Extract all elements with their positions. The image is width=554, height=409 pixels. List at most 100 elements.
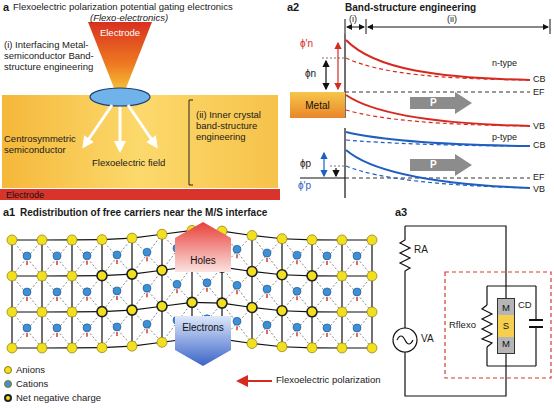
bond (312, 240, 342, 276)
label: RA (414, 244, 428, 256)
label: n-type (492, 58, 517, 68)
anion (307, 271, 317, 281)
label: (i) (348, 14, 358, 24)
anion (247, 230, 257, 240)
bond (252, 275, 282, 308)
anion (307, 343, 317, 353)
label: EF (533, 87, 545, 97)
label: a1 (3, 206, 15, 219)
p-bands (346, 132, 530, 188)
anion (37, 343, 47, 353)
dipole-arrow (296, 260, 297, 264)
label: P (430, 159, 437, 171)
anion (127, 305, 137, 315)
arrow-shape (175, 316, 231, 366)
bond (342, 240, 372, 276)
dipole-arrow (266, 258, 267, 262)
label: Flexoelectric polarization potential gat… (13, 2, 233, 13)
bond (282, 311, 312, 348)
cation (323, 288, 331, 296)
anion (127, 269, 137, 279)
anion (37, 235, 47, 245)
label: Rflexo (449, 320, 476, 331)
node-text: Electrode (6, 190, 44, 200)
bond (102, 310, 132, 348)
bond (282, 312, 312, 347)
cation (53, 288, 61, 296)
cation (173, 280, 181, 288)
anion (247, 338, 257, 348)
bond (341, 276, 342, 312)
bond (342, 312, 372, 348)
label: (ii) (446, 14, 458, 24)
bond (222, 271, 252, 303)
node-box: Holes (175, 222, 231, 272)
cation (83, 288, 91, 296)
anion (97, 271, 107, 281)
anion (367, 235, 377, 245)
cation (353, 324, 361, 332)
bond (102, 312, 132, 346)
bond (42, 276, 72, 312)
bond (42, 312, 72, 348)
bond (162, 270, 192, 302)
bond (312, 312, 342, 348)
anion (157, 229, 167, 239)
bond (42, 312, 72, 348)
anion (97, 307, 107, 317)
node-box: Metal (290, 92, 345, 118)
anion (157, 337, 167, 347)
legend-swatch (4, 394, 12, 402)
cation (353, 288, 361, 296)
cation (53, 252, 61, 260)
bond (341, 240, 342, 276)
cation (233, 245, 241, 253)
anion (277, 234, 287, 244)
bond (41, 240, 42, 276)
bond (252, 311, 282, 344)
bond (102, 274, 132, 312)
label: (Flexo-electronics) (90, 13, 168, 24)
bond (132, 238, 162, 270)
label: ϕp (300, 158, 311, 170)
cation (113, 251, 121, 259)
dipole-arrow (296, 296, 297, 300)
label: (i) Interfacing Metal-semiconductor Band… (4, 40, 104, 73)
anion (37, 271, 47, 281)
bond (72, 240, 102, 276)
label: Centrosymmetric semiconductor (4, 134, 88, 156)
bond (342, 240, 372, 276)
dipole-arrow (56, 333, 57, 337)
bond (371, 240, 372, 276)
dipole-arrow (236, 290, 237, 294)
bond (192, 267, 222, 302)
bond (371, 312, 372, 348)
dipole-arrow (26, 333, 27, 337)
dipole-arrow (146, 293, 147, 297)
legend-row: Anions (4, 364, 45, 375)
legend-text: Net negative charge (16, 392, 101, 403)
interface-region (90, 88, 150, 106)
anion (7, 307, 17, 317)
dipole-arrow (86, 261, 87, 265)
bond (11, 312, 12, 348)
bond (342, 276, 372, 312)
bond (71, 240, 72, 276)
barrier-arrow (335, 168, 336, 176)
cation (23, 324, 31, 332)
bond (42, 240, 72, 276)
anion (367, 271, 377, 281)
label: Flexoelectric polarization (276, 375, 381, 386)
node-text: M (502, 339, 510, 349)
label: EF (533, 172, 545, 182)
bond (41, 276, 42, 312)
circuit-wires (393, 226, 543, 396)
anion (37, 307, 47, 317)
anion (337, 343, 347, 353)
bond (72, 276, 102, 312)
dipole-arrow (356, 297, 357, 301)
label: Flexoelectric field (92, 158, 165, 169)
dipole-arrow (266, 330, 267, 334)
node-text: M (502, 303, 510, 313)
fermi-level (345, 178, 530, 179)
